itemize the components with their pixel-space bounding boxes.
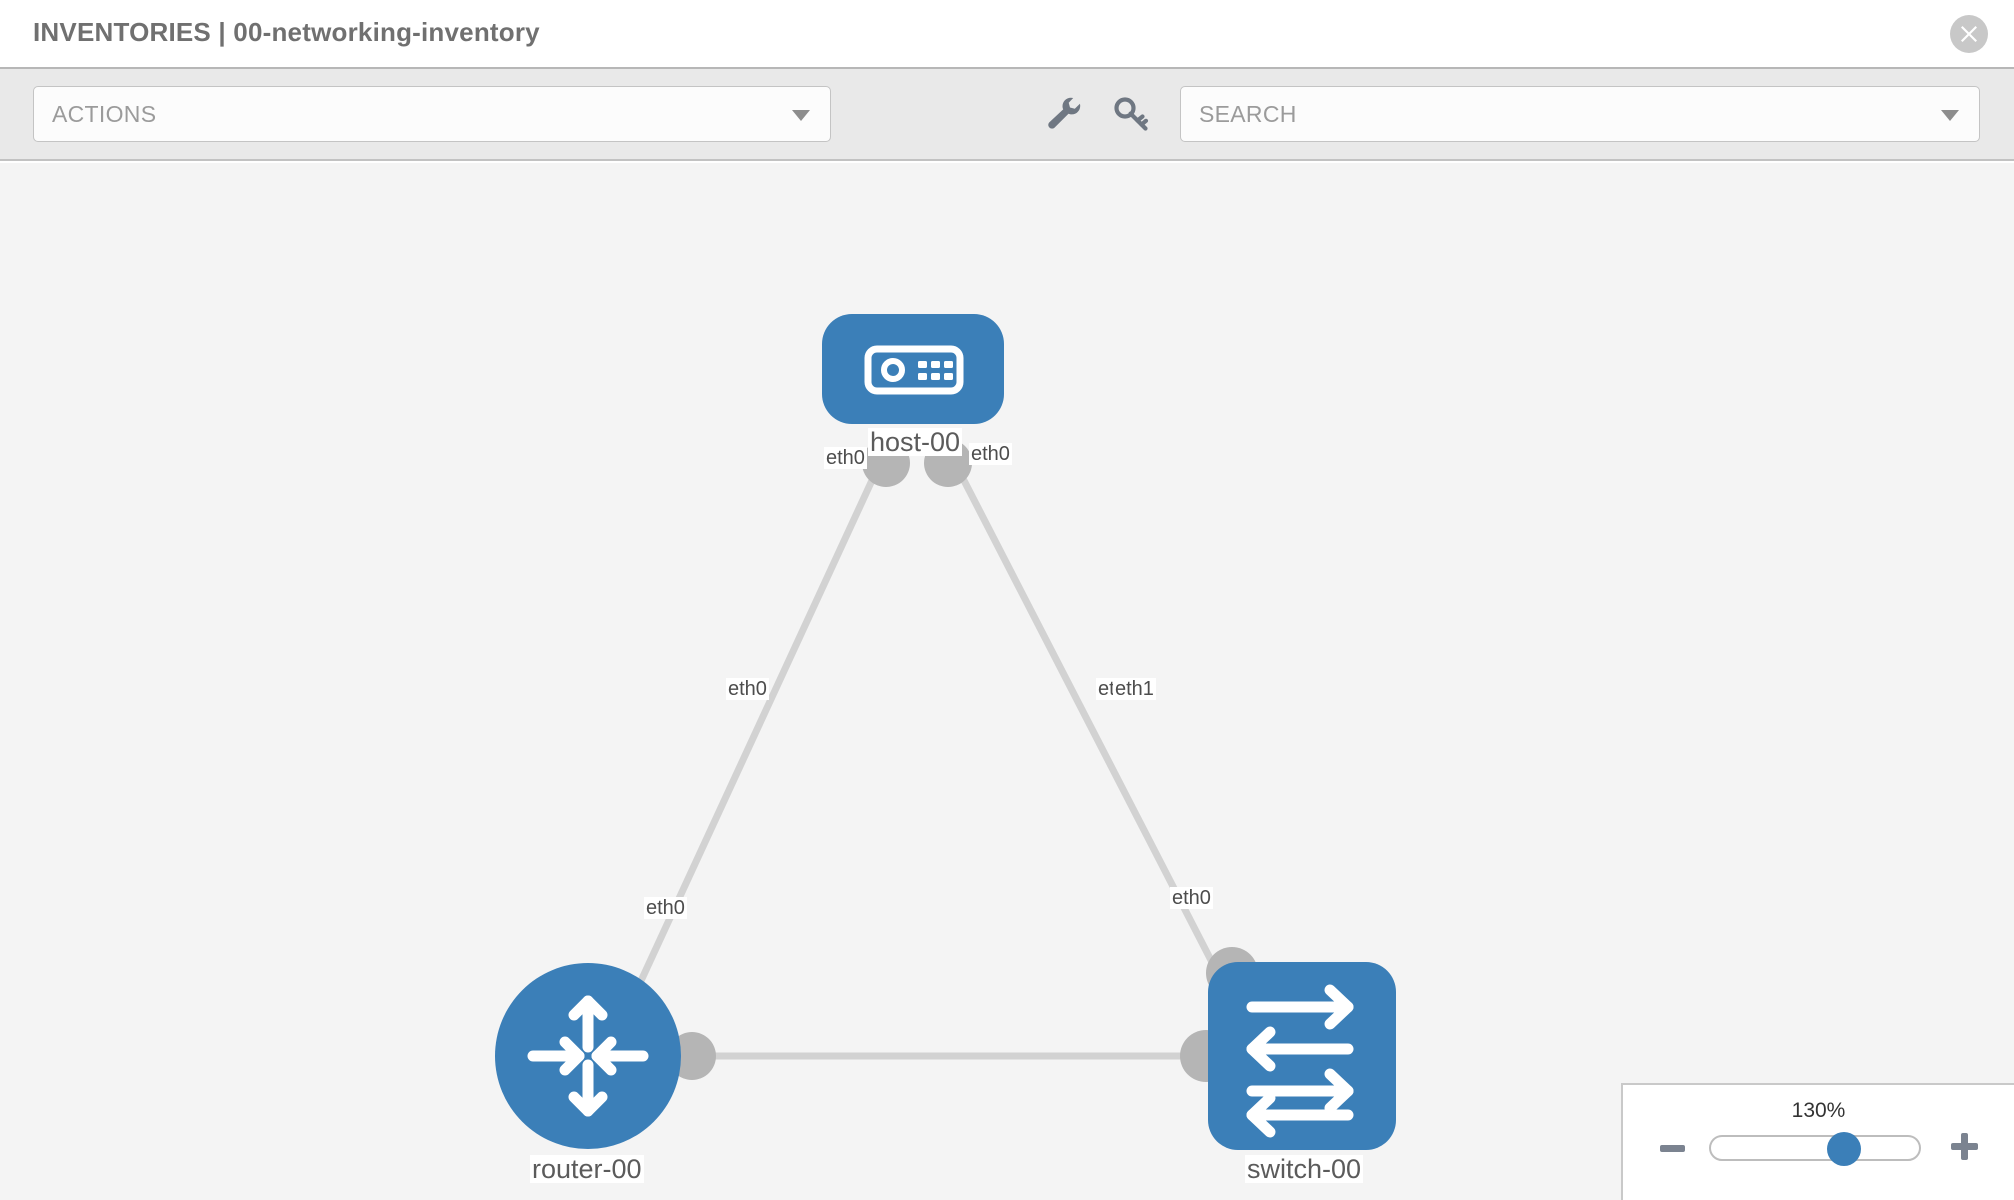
- chevron-down-icon: [792, 110, 810, 121]
- minus-icon[interactable]: [1660, 1145, 1685, 1152]
- search-placeholder: SEARCH: [1199, 101, 1297, 127]
- interface-label-switch-eth0-uplink: eth0: [1170, 887, 1213, 909]
- node-switch-00-shape: [1208, 962, 1396, 1150]
- interface-label-router-eth0-lan: eth0: [726, 678, 769, 700]
- zoom-slider-thumb[interactable]: [1826, 1132, 1861, 1166]
- router-arrows-icon: [527, 995, 649, 1117]
- interface-label-switch-eth1-lan: eth1: [1113, 678, 1156, 700]
- node-host-00: [822, 314, 1004, 424]
- node-router-00-shape: [495, 963, 681, 1149]
- link-host-router: [636, 461, 884, 985]
- topology-endpoints: [668, 439, 1258, 1082]
- topology-links: [636, 461, 1219, 1060]
- close-icon[interactable]: [1950, 15, 1988, 53]
- interface-label-host-eth0-right: eth0: [969, 443, 1012, 465]
- interface-label-host-eth0-left: eth0: [824, 447, 867, 469]
- page-header: INVENTORIES | 00-networking-inventory: [0, 0, 2014, 69]
- node-host-00-shape: [822, 314, 1004, 424]
- wrench-icon[interactable]: [1040, 91, 1086, 137]
- node-switch-00: [1208, 962, 1396, 1150]
- search-input[interactable]: SEARCH: [1180, 86, 1980, 142]
- switch-arrows-icon: [1246, 984, 1354, 1138]
- topology-canvas[interactable]: host-00 router-00 switch-00 eth0 eth0 et…: [0, 163, 2014, 1200]
- page-title: INVENTORIES | 00-networking-inventory: [33, 17, 540, 47]
- node-label-host-00: host-00: [868, 427, 963, 457]
- topology-graph: [495, 314, 1396, 1150]
- node-label-router-00: router-00: [530, 1154, 644, 1184]
- server-icon: [864, 345, 964, 395]
- node-router-00: [495, 963, 681, 1149]
- zoom-slider-track[interactable]: [1709, 1132, 1921, 1166]
- interface-label-router-eth0-uplink: eth0: [644, 897, 687, 919]
- actions-dropdown-label: ACTIONS: [52, 101, 157, 127]
- chevron-down-icon[interactable]: [1941, 110, 1959, 121]
- zoom-level-value: 130%: [1791, 1099, 1846, 1122]
- node-label-switch-00: switch-00: [1245, 1154, 1364, 1184]
- plus-icon[interactable]: [1951, 1133, 1978, 1160]
- actions-dropdown[interactable]: ACTIONS: [33, 86, 831, 142]
- toolbar: ACTIONS SEARCH: [0, 69, 2014, 161]
- key-icon[interactable]: [1108, 91, 1154, 137]
- link-host-switch: [951, 461, 1219, 970]
- zoom-control-panel: 130%: [1621, 1083, 2014, 1200]
